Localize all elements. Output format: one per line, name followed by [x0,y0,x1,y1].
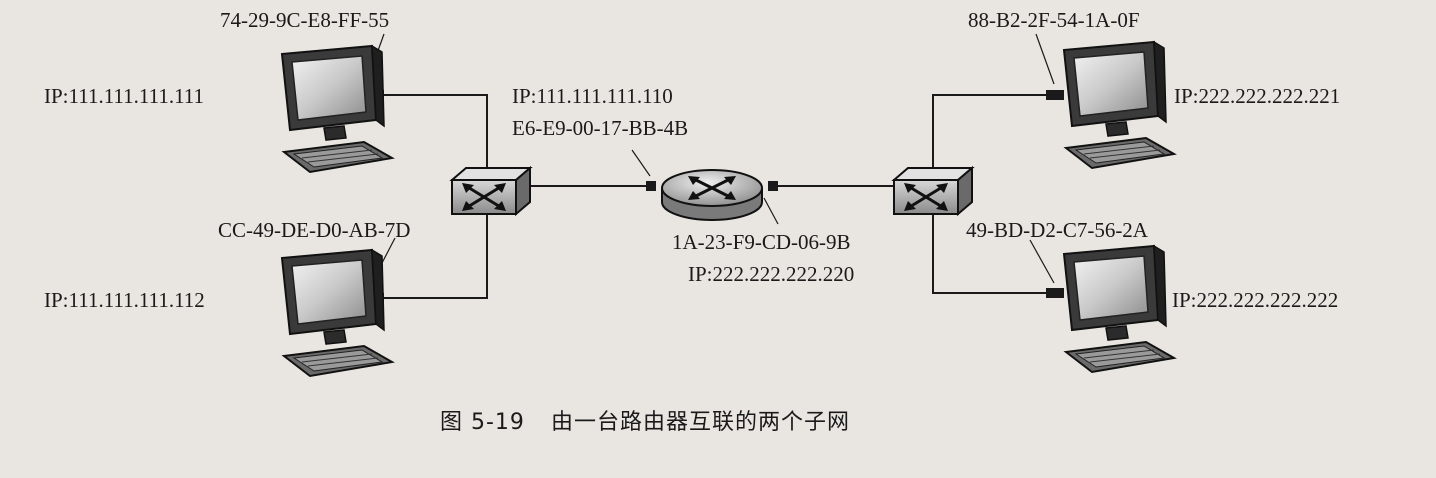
left-top-ip-label: IP:111.111.111.111 [44,84,205,108]
switch-icon-right [892,166,974,216]
right-bottom-ip-label: IP:222.222.222.222 [1172,288,1339,312]
left-bottom-ip-label: IP:111.111.111.112 [44,288,205,312]
left-bottom-mac-label: CC-49-DE-D0-AB-7D [218,218,411,242]
computer-icon-left-top [281,45,393,173]
router-left-mac-label: E6-E9-00-17-BB-4B [512,116,689,140]
router-right-mac-label: 1A-23-F9-CD-06-9B [672,230,851,254]
link-right-bottom [932,198,1046,294]
right-bottom-mac-label: 49-BD-D2-C7-56-2A [966,218,1148,242]
right-top-ip-label: IP:222.222.222.221 [1174,84,1341,108]
link-right-top [932,94,1046,168]
figure-number: 图 5-19 [440,410,525,435]
links [384,94,1046,299]
figure-title: 由一台路由器互联的两个子网 [550,410,850,435]
computer-icon-left-bottom [281,249,393,377]
figure-caption: 图 5-19 由一台路由器互联的两个子网 [440,404,876,436]
router-left-ip-label: IP:111.111.111.110 [512,84,673,108]
computer-icon-right-bottom [1063,245,1175,373]
right-top-mac-label: 88-B2-2F-54-1A-0F [968,8,1140,32]
router-right-ip-label: IP:222.222.222.220 [688,262,855,286]
switch-icon-left [450,166,532,216]
computer-icon-right-top [1063,41,1175,169]
link-left-top [384,94,488,168]
router-icon [660,168,764,222]
left-top-mac-label: 74-29-9C-E8-FF-55 [220,8,390,32]
link-left-bottom [384,198,488,299]
